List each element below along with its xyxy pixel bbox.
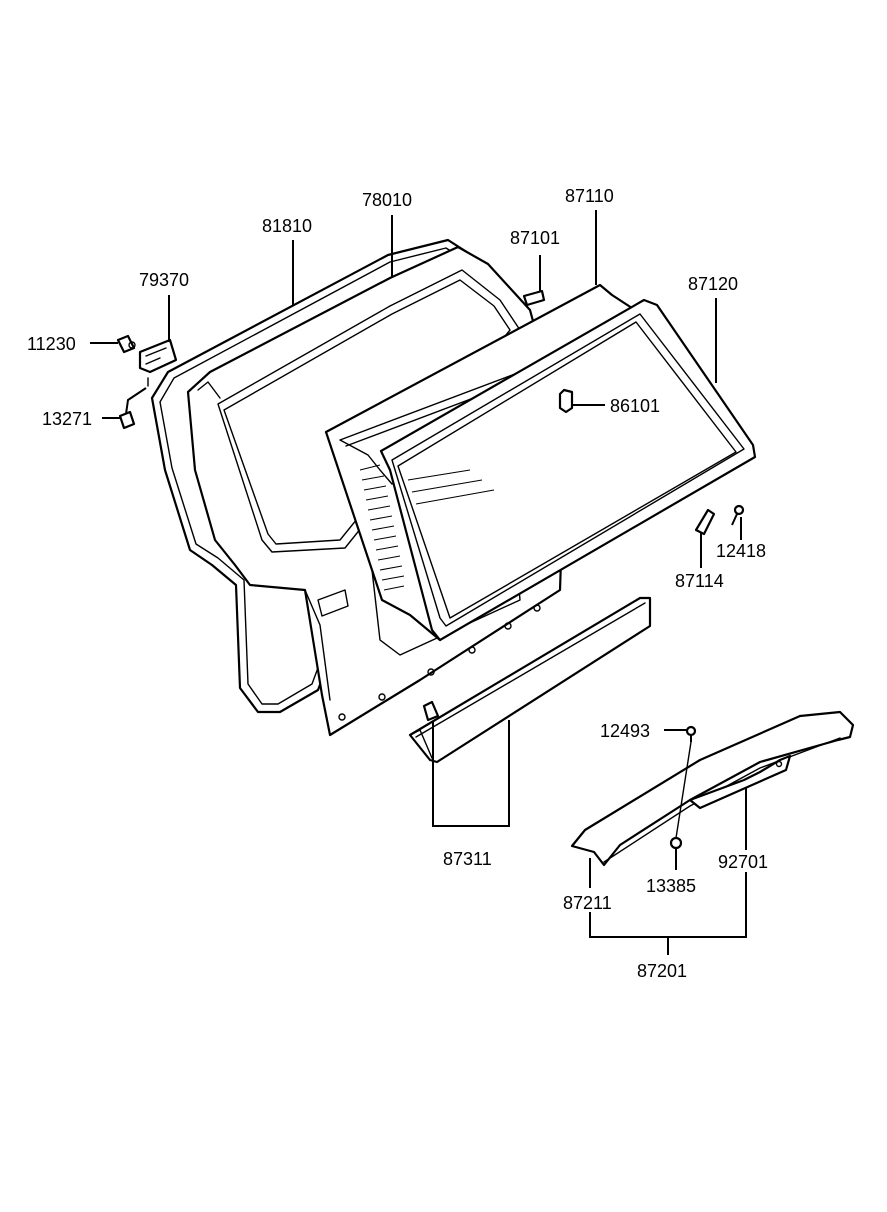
clip-87101: [522, 289, 546, 307]
leader-lines: [90, 210, 747, 955]
clip-87114: [694, 508, 716, 536]
label-12493: 12493: [600, 721, 650, 741]
label-87211: 87211: [563, 893, 612, 913]
label-79370: 79370: [139, 270, 189, 290]
garnish-87311: [408, 596, 652, 764]
label-78010: 78010: [362, 190, 412, 210]
label-87120: 87120: [688, 274, 738, 294]
label-11230: 11230: [27, 334, 76, 354]
label-92701: 92701: [718, 852, 768, 872]
label-87101: 87101: [510, 228, 560, 248]
label-87114: 87114: [675, 571, 724, 591]
label-13271: 13271: [42, 409, 92, 429]
spoiler-87201: [570, 710, 855, 867]
glass-pad-86101: [558, 388, 574, 414]
label-87201: 87201: [637, 961, 687, 981]
label-81810: 81810: [262, 216, 312, 236]
label-13385: 13385: [646, 876, 696, 896]
label-12418: 12418: [716, 541, 766, 561]
rear-glass-87120: [379, 298, 757, 642]
label-86101: 86101: [610, 396, 660, 416]
label-87110: 87110: [565, 186, 614, 206]
part-labels: 81810 78010 87110 87101 87120 79370 1123…: [27, 186, 768, 981]
label-87311: 87311: [443, 849, 492, 869]
hinge-79370: [116, 334, 178, 430]
screw-12418: [731, 504, 745, 526]
